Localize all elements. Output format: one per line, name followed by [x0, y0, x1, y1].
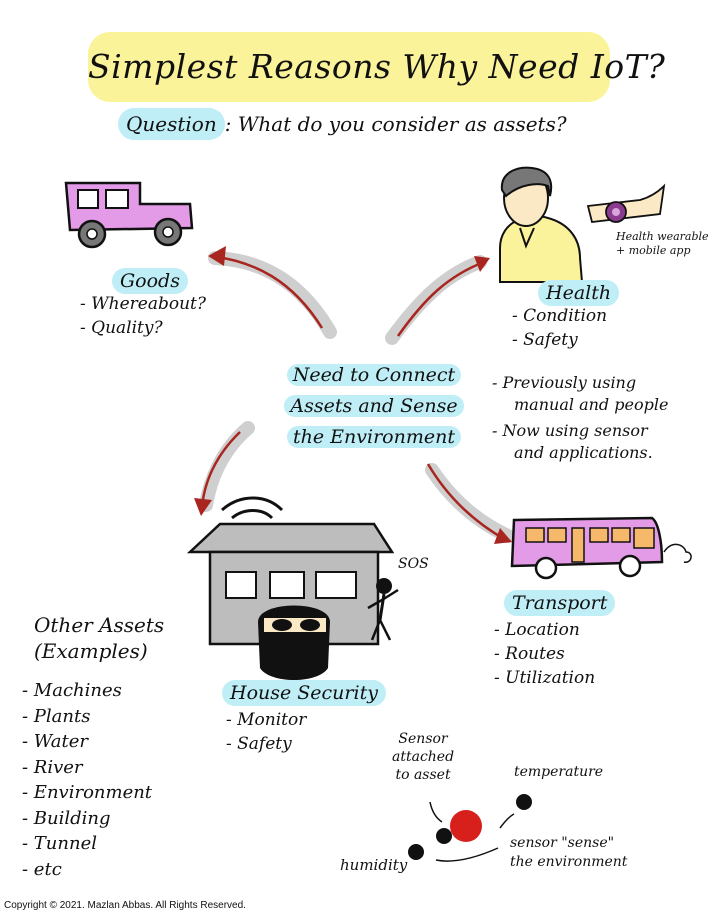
transport-label: Transport: [504, 590, 616, 616]
sensor-note-line: the environment: [510, 854, 628, 870]
health-item: - Safety: [512, 330, 578, 350]
other-asset-item: - Plants: [22, 705, 91, 727]
other-assets-heading: Other Assets (Examples): [34, 612, 164, 664]
other-assets-list: - Machines - Plants - Water - River - En…: [22, 678, 152, 882]
sensor-attached-note: Sensor attached to asset: [392, 730, 454, 784]
humidity-label: humidity: [340, 856, 408, 874]
note-line: - Now using sensor: [492, 421, 648, 440]
other-asset-item: - etc: [22, 858, 62, 880]
sensor-sense-note: sensor "sense" the environment: [510, 834, 627, 872]
arrow-to-goods: [208, 246, 337, 339]
goods-item: - Quality?: [80, 318, 163, 338]
arrow-to-transport: [425, 463, 515, 544]
sos-label: SOS: [398, 556, 429, 572]
center-line: Need to Connect: [286, 364, 462, 386]
question-key: Question: [118, 108, 225, 140]
sensor-note-line: Sensor: [398, 731, 448, 747]
other-asset-item: - Environment: [22, 782, 153, 803]
sensor-note-line: to asset: [395, 767, 451, 783]
arrow-to-house: [194, 421, 255, 516]
note-line: - Previously using: [492, 373, 637, 392]
other-asset-item: - Machines: [22, 680, 122, 701]
health-item: - Condition: [512, 306, 608, 326]
note-line: and applications.: [514, 443, 653, 462]
sensor-note-line: sensor "sense": [510, 835, 615, 851]
temperature-label: temperature: [514, 764, 604, 780]
other-asset-item: - Water: [22, 731, 88, 752]
center-line: the Environment: [287, 426, 461, 448]
page-title: Simplest Reasons Why Need IoT?: [88, 32, 665, 102]
center-notes: - Previously using manual and people - N…: [492, 372, 668, 464]
wearable-note-line: Health wearable: [616, 230, 709, 243]
transport-item: - Utilization: [494, 668, 596, 688]
sensor-note-line: attached: [392, 749, 455, 765]
center-line: Assets and Sense: [284, 395, 464, 417]
other-asset-item: - Tunnel: [22, 833, 97, 854]
goods-label: Goods: [112, 268, 188, 294]
wearable-icon: [586, 183, 666, 223]
transport-item: - Location: [494, 620, 580, 640]
house-item: - Monitor: [226, 710, 307, 730]
question-text: : What do you consider as assets?: [224, 112, 567, 136]
transport-list: - Location - Routes - Utilization: [494, 618, 595, 690]
other-assets-heading-line: (Examples): [34, 639, 148, 663]
house-item: - Safety: [226, 734, 292, 754]
goods-list: - Whereabout? - Quality?: [80, 292, 206, 340]
goods-item: - Whereabout?: [80, 294, 206, 314]
stick-figure-icon: [367, 578, 399, 641]
note-line: manual and people: [514, 395, 669, 414]
house-label: House Security: [222, 680, 386, 706]
center-concept: Need to Connect Assets and Sense the Env…: [258, 360, 490, 453]
bus-icon: [510, 516, 692, 580]
arrow-to-health: [385, 255, 490, 345]
other-asset-item: - River: [22, 756, 83, 778]
house-list: - Monitor - Safety: [226, 708, 306, 756]
transport-item: - Routes: [494, 644, 565, 664]
jeep-icon: [64, 181, 194, 249]
health-list: - Condition - Safety: [512, 304, 607, 352]
burglar-icon: [258, 605, 330, 680]
wearable-note-line: + mobile app: [616, 244, 691, 257]
sensor-dots: [408, 794, 532, 862]
person-icon: [499, 166, 584, 283]
other-assets-heading-line: Other Assets: [34, 613, 165, 637]
question: Question: What do you consider as assets…: [118, 108, 567, 140]
health-label: Health: [538, 280, 620, 306]
copyright: Copyright © 2021. Mazlan Abbas. All Righ…: [4, 900, 246, 911]
wearable-note: Health wearable + mobile app: [616, 230, 709, 258]
other-asset-item: - Building: [22, 807, 111, 829]
